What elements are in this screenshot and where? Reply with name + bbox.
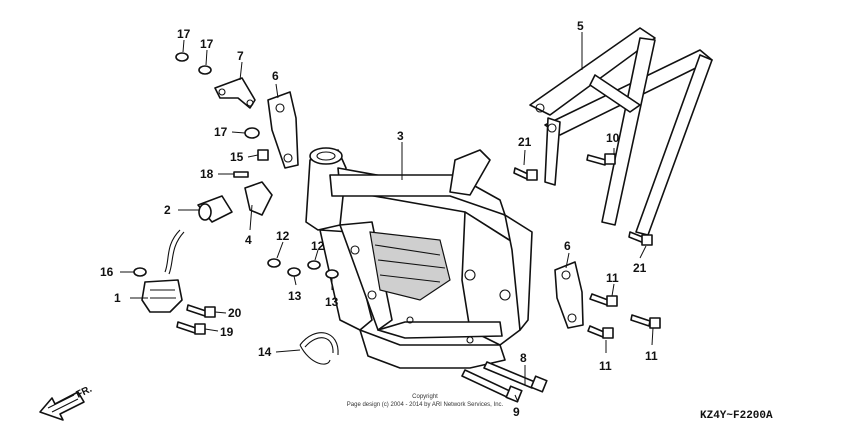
nuts bbox=[133, 52, 339, 279]
plug-cap bbox=[164, 195, 233, 275]
callout-13-a: 13 bbox=[288, 289, 302, 303]
subframe bbox=[529, 27, 713, 236]
callout-21-a: 21 bbox=[518, 135, 532, 149]
callout-11-b: 11 bbox=[599, 359, 612, 373]
callout-11-c: 11 bbox=[645, 349, 658, 363]
callout-17-a: 17 bbox=[177, 27, 191, 41]
callout-6-upper: 6 bbox=[272, 69, 279, 83]
callout-10: 10 bbox=[606, 131, 620, 145]
front-direction-arrow: FR. bbox=[39, 384, 94, 421]
callout-4: 4 bbox=[245, 233, 252, 247]
main-frame bbox=[305, 147, 533, 369]
leader-lines bbox=[120, 32, 654, 403]
callout-12-b: 12 bbox=[311, 239, 325, 253]
callout-21-b: 21 bbox=[633, 261, 647, 275]
callout-11-a: 11 bbox=[606, 271, 619, 285]
callout-6-lower: 6 bbox=[564, 239, 571, 253]
callout-3: 3 bbox=[397, 129, 404, 143]
callout-13-b: 13 bbox=[325, 295, 339, 309]
callout-19: 19 bbox=[220, 325, 234, 339]
callout-20: 20 bbox=[228, 306, 242, 320]
callout-labels: 1 2 3 4 5 6 6 7 8 9 10 11 11 11 12 12 13… bbox=[100, 19, 658, 419]
callout-15: 15 bbox=[230, 150, 244, 164]
callout-18: 18 bbox=[200, 167, 214, 181]
ignition-coil bbox=[141, 279, 183, 313]
figure-code: KZ4Y~F2200A bbox=[700, 410, 773, 422]
callout-9: 9 bbox=[513, 405, 520, 419]
front-label: FR. bbox=[74, 384, 93, 401]
copyright-text: Page design (c) 2004 - 2014 by ARI Netwo… bbox=[347, 402, 504, 408]
callout-12-a: 12 bbox=[276, 229, 290, 243]
bracket-7 bbox=[214, 77, 256, 109]
callout-7: 7 bbox=[237, 49, 244, 63]
callout-2: 2 bbox=[164, 203, 171, 217]
bracket-4 bbox=[244, 181, 273, 216]
clamp bbox=[299, 332, 339, 365]
callout-8: 8 bbox=[520, 351, 527, 365]
copyright-title: Copyright bbox=[412, 394, 438, 400]
engine-hanger-upper bbox=[267, 91, 299, 169]
callout-17-b: 17 bbox=[200, 37, 214, 51]
callout-16: 16 bbox=[100, 265, 114, 279]
callout-5: 5 bbox=[577, 19, 584, 33]
callout-14: 14 bbox=[258, 345, 272, 359]
engine-hanger-lower bbox=[554, 261, 584, 329]
callout-17-c: 17 bbox=[214, 125, 228, 139]
callout-1: 1 bbox=[114, 291, 121, 305]
